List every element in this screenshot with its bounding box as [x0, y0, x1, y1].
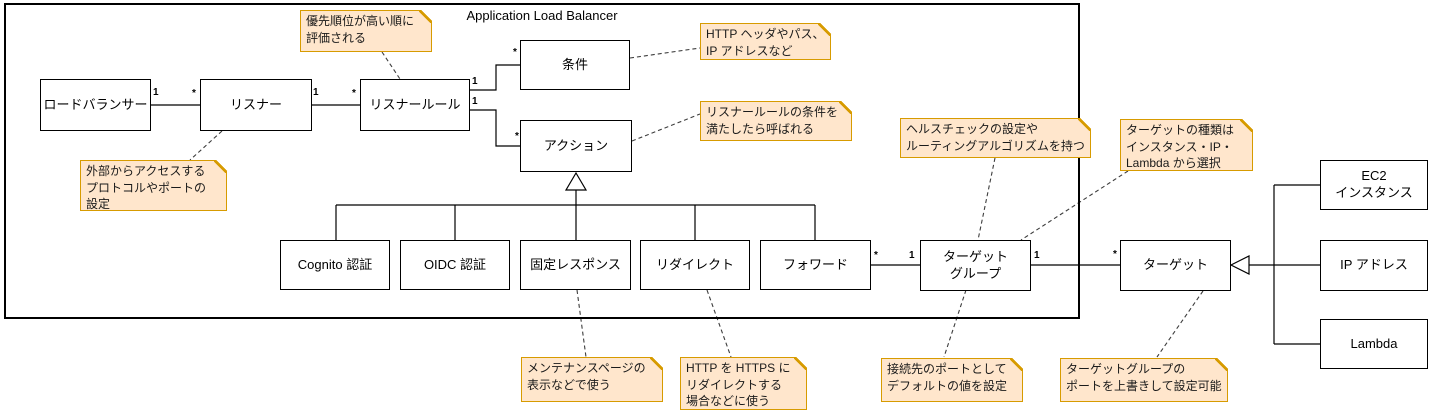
node-label: ターゲット グループ — [942, 248, 1008, 281]
link-default-port-note — [943, 289, 967, 358]
note-text: 外部からアクセスする プロトコルやポートの 設定 — [86, 164, 207, 212]
note-text: 優先順位が高い順に 評価される — [306, 14, 415, 45]
multiplicity-label: * — [192, 88, 196, 99]
link-maintenance-note — [576, 289, 587, 358]
node-redirect: リダイレクト — [640, 240, 750, 290]
multiplicity-label: 1 — [153, 87, 159, 98]
link-rule-condition-note — [631, 113, 701, 142]
inheritance-arrow-left-icon — [1229, 255, 1250, 275]
note-fold-icon — [1215, 358, 1228, 371]
multiplicity-label: 1 — [472, 76, 478, 87]
node-oidc-auth: OIDC 認証 — [400, 240, 510, 290]
connector-rule-condition — [470, 64, 520, 91]
note-fold-icon — [650, 357, 663, 370]
note-maintenance: メンテナンスページの 表示などで使う — [521, 357, 663, 402]
note-health-check: ヘルスチェックの設定や ルーティングアルゴリズムを持つ — [900, 118, 1091, 158]
note-text: メンテナンスページの 表示などで使う — [527, 361, 646, 392]
node-condition: 条件 — [520, 40, 630, 90]
alb-container-frame: Application Load Balancer — [4, 3, 1080, 319]
alb-container-title: Application Load Balancer — [466, 8, 618, 23]
link-priority-note — [381, 51, 401, 80]
node-label: OIDC 認証 — [423, 256, 487, 272]
multiplicity-label: 1 — [472, 96, 478, 107]
note-text: ターゲットグループの ポートを上書きして設定可能 — [1066, 362, 1222, 393]
node-ec2-instance: EC2 インスタンス — [1320, 160, 1428, 210]
link-http-header-note — [629, 47, 701, 59]
node-listener: リスナー — [200, 79, 312, 131]
multiplicity-label: * — [1113, 249, 1117, 260]
node-listener-rule: リスナールール — [360, 79, 470, 131]
note-text: HTTP ヘッダやパス、 IP アドレスなど — [706, 27, 825, 58]
node-label: ターゲット — [1142, 257, 1208, 273]
note-fold-icon — [1240, 119, 1253, 132]
multiplicity-label: 1 — [1034, 250, 1040, 261]
node-label: リスナールール — [369, 96, 461, 112]
node-cognito-auth: Cognito 認証 — [280, 240, 390, 290]
node-load-balancer: ロードバランサー — [40, 79, 151, 131]
note-fold-icon — [818, 23, 831, 36]
note-text: ターゲットの種類は インスタンス・IP・ Lambda から選択 — [1126, 123, 1235, 171]
note-rule-condition: リスナールールの条件を 満たしたら呼ばれる — [700, 101, 852, 141]
node-label: Lambda — [1350, 335, 1398, 351]
note-default-port: 接続先のポートとして デフォルトの値を設定 — [881, 358, 1023, 402]
link-target-type-note — [1020, 170, 1129, 241]
link-external-access-note — [189, 130, 223, 161]
node-target-group: ターゲット グループ — [920, 240, 1031, 291]
inheritance-arrow-up-icon — [564, 171, 588, 191]
note-text: ヘルスチェックの設定や ルーティングアルゴリズムを持つ — [906, 122, 1085, 153]
multiplicity-label: 1 — [909, 250, 915, 261]
note-target-type: ターゲットの種類は インスタンス・IP・ Lambda から選択 — [1120, 119, 1253, 171]
note-text: HTTP を HTTPS に リダイレクトする 場合などに使う — [686, 361, 791, 409]
node-label: EC2 インスタンス — [1335, 168, 1413, 200]
note-fold-icon — [419, 10, 432, 23]
link-http-redirect-note — [706, 289, 732, 358]
node-label: アクション — [543, 137, 609, 153]
multiplicity-label: * — [352, 88, 356, 99]
node-label: リダイレクト — [655, 256, 734, 272]
note-fold-icon — [794, 357, 807, 370]
node-action: アクション — [520, 120, 632, 172]
note-fold-icon — [214, 160, 227, 173]
node-target: ターゲット — [1120, 240, 1231, 291]
multiplicity-label: 1 — [313, 87, 319, 98]
node-label: ロードバランサー — [43, 96, 148, 112]
note-priority: 優先順位が高い順に 評価される — [300, 10, 432, 52]
link-port-override-note — [1156, 290, 1204, 358]
node-forward: フォワード — [760, 240, 871, 290]
multiplicity-label: * — [515, 131, 519, 142]
node-label: フォワード — [782, 256, 848, 272]
node-fixed-response: 固定レスポンス — [520, 240, 631, 290]
note-fold-icon — [839, 101, 852, 114]
note-external-access: 外部からアクセスする プロトコルやポートの 設定 — [80, 160, 227, 211]
node-label: リスナー — [229, 96, 282, 112]
note-text: 接続先のポートとして デフォルトの値を設定 — [887, 362, 1008, 393]
note-fold-icon — [1010, 358, 1023, 371]
node-lambda: Lambda — [1320, 319, 1428, 369]
node-label: 固定レスポンス — [530, 256, 621, 272]
node-label: IP アドレス — [1340, 257, 1408, 273]
note-text: リスナールールの条件を 満たしたら呼ばれる — [706, 105, 839, 136]
note-port-override: ターゲットグループの ポートを上書きして設定可能 — [1060, 358, 1228, 402]
multiplicity-label: * — [874, 250, 878, 261]
note-fold-icon — [1078, 118, 1091, 131]
node-label: Cognito 認証 — [297, 256, 373, 272]
note-http-redirect: HTTP を HTTPS に リダイレクトする 場合などに使う — [680, 357, 807, 410]
multiplicity-label: * — [513, 47, 517, 58]
node-label: 条件 — [561, 56, 588, 72]
node-ip-address: IP アドレス — [1320, 240, 1428, 291]
note-http-header: HTTP ヘッダやパス、 IP アドレスなど — [700, 23, 831, 60]
connector-rule-action — [470, 109, 520, 147]
